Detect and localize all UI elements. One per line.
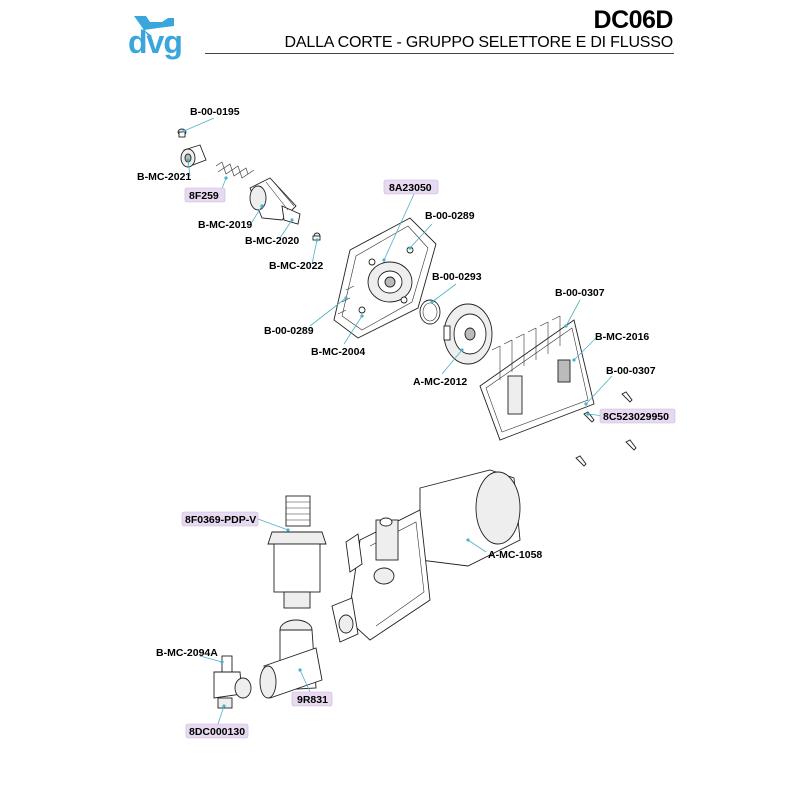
part-label: B-00-0289 bbox=[425, 210, 475, 222]
pin-part bbox=[312, 232, 321, 241]
part-label: B-00-0195 bbox=[190, 106, 240, 118]
tee-fitting-part bbox=[259, 619, 323, 699]
part-label: A-MC-1058 bbox=[488, 549, 542, 561]
cam-disc-part bbox=[443, 303, 493, 365]
part-label: 8F0369-PDP-V bbox=[185, 514, 256, 526]
pressure-switch-part bbox=[267, 495, 327, 609]
part-label: B-00-0307 bbox=[555, 287, 605, 299]
page-header: dvg DC06D DALLA CORTE - GRUPPO SELETTORE… bbox=[0, 0, 800, 60]
part-label: B-00-0307 bbox=[606, 365, 656, 377]
page-title: DALLA CORTE - GRUPPO SELETTORE E DI FLUS… bbox=[284, 34, 674, 51]
part-label: B-MC-2004 bbox=[311, 346, 365, 358]
o-ring-part bbox=[419, 299, 441, 325]
label-highlights bbox=[181, 179, 676, 739]
part-label: B-MC-2019 bbox=[198, 219, 252, 231]
pump-motor-part bbox=[331, 469, 521, 643]
dvg-logo-icon bbox=[134, 16, 174, 36]
part-label: B-00-0293 bbox=[432, 271, 482, 283]
part-label: 9R831 bbox=[297, 694, 328, 706]
leader-lines bbox=[182, 117, 613, 725]
part-label: B-MC-2016 bbox=[595, 331, 649, 343]
circuit-board-part bbox=[479, 315, 595, 441]
model-code: DC06D bbox=[593, 6, 674, 34]
spring-part bbox=[215, 161, 255, 179]
knob-part bbox=[180, 144, 207, 168]
part-label: B-MC-2020 bbox=[245, 235, 299, 247]
part-label: B-MC-2022 bbox=[269, 260, 323, 272]
part-label: 8F259 bbox=[189, 190, 219, 202]
part-label: 8A23050 bbox=[389, 182, 432, 194]
brand-name: dvg bbox=[128, 24, 183, 60]
part-label: A-MC-2012 bbox=[413, 376, 467, 388]
part-label: B-00-0289 bbox=[264, 325, 314, 337]
part-label: 8DC000130 bbox=[189, 726, 245, 738]
part-labels: B-00-0195 B-MC-2021 8F259 B-MC-2019 B-MC… bbox=[137, 106, 669, 738]
part-label: B-MC-2094A bbox=[156, 647, 218, 659]
part-label: B-MC-2021 bbox=[137, 171, 191, 183]
part-label: 8C523029950 bbox=[603, 411, 669, 423]
selector-body-part bbox=[249, 177, 301, 225]
header-divider bbox=[205, 53, 674, 54]
small-valve-part bbox=[213, 655, 252, 709]
